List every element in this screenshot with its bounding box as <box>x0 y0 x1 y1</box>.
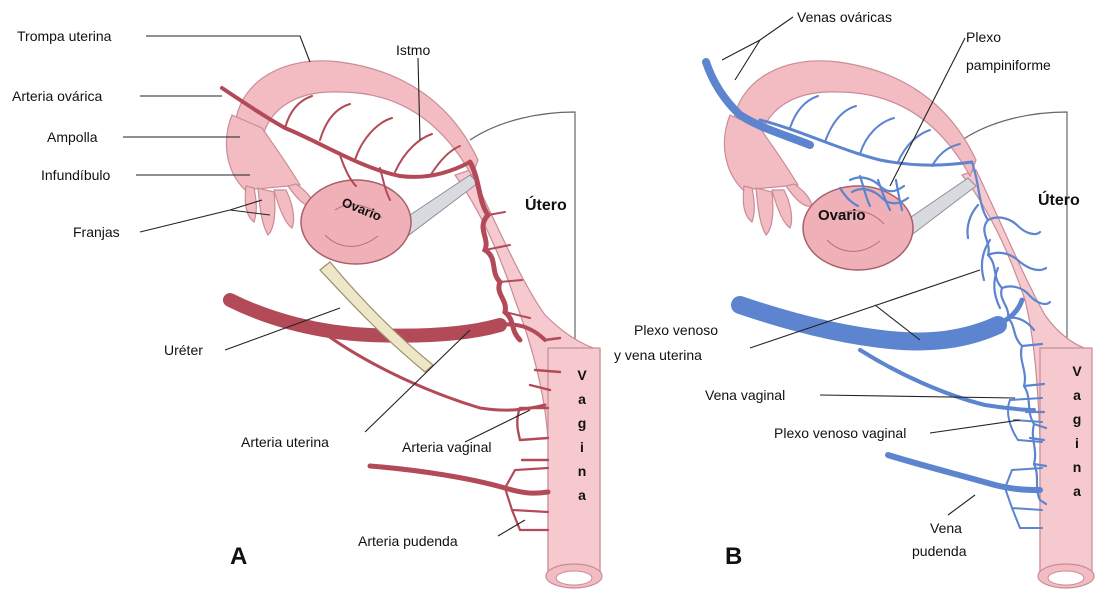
label-ovario-b: Ovario <box>818 207 866 224</box>
label-utero-a: Útero <box>525 195 567 214</box>
iliac-vein-b <box>740 305 998 341</box>
fimbriae-b <box>743 184 812 235</box>
panel-letter-a: A <box>230 543 247 570</box>
label-arteria-uterina: Arteria uterina <box>241 434 329 450</box>
pudendal-branches-a <box>505 468 548 530</box>
vaginal-plexus-b <box>1008 398 1042 442</box>
vagina-letter: i <box>1075 435 1079 451</box>
vagina-letter: i <box>580 439 584 455</box>
label-ampolla: Ampolla <box>47 129 98 145</box>
vagina-letter: n <box>578 463 587 479</box>
label-arteria-pudenda: Arteria pudenda <box>358 533 458 549</box>
label-pudenda: pudenda <box>912 543 967 559</box>
label-plexo-venoso-vaginal: Plexo venoso vaginal <box>774 425 906 441</box>
vagina-letter: V <box>1072 363 1082 379</box>
label-infundibulo: Infundíbulo <box>41 167 110 183</box>
ureter-a <box>320 262 433 372</box>
label-arteria-ovarica: Arteria ovárica <box>12 88 102 104</box>
label-vena-uterina: y vena uterina <box>614 347 702 363</box>
ovary-b <box>803 186 913 270</box>
label-arteria-vaginal: Arteria vaginal <box>402 439 492 455</box>
label-ureter: Uréter <box>164 342 203 358</box>
vagina-letter: a <box>578 487 586 503</box>
label-trompa-uterina: Trompa uterina <box>17 28 112 44</box>
vagina-letter: a <box>1073 483 1081 499</box>
vagina-letter: a <box>1073 387 1081 403</box>
vagina-letter: a <box>578 391 586 407</box>
label-venas-ovaricas: Venas ováricas <box>797 9 892 25</box>
vagina-letter: n <box>1073 459 1082 475</box>
ovary-a <box>301 180 411 264</box>
label-vena-vaginal: Vena vaginal <box>705 387 785 403</box>
label-vena: Vena <box>930 520 962 536</box>
label-plexo: Plexo <box>966 29 1001 45</box>
label-plexo-venoso: Plexo venoso <box>634 322 718 338</box>
panel-letter-b: B <box>725 543 742 570</box>
label-franjas: Franjas <box>73 224 120 240</box>
vagina-letter: V <box>577 367 587 383</box>
pudendal-vein-b <box>888 455 1040 490</box>
vaginal-vein-b <box>860 350 1034 410</box>
vaginal-artery-a <box>320 330 545 410</box>
panel-b: Venas ováricas Plexo pampiniforme Útero … <box>614 9 1094 588</box>
label-istmo: Istmo <box>396 42 430 58</box>
vagina-letter: g <box>578 415 587 431</box>
label-utero-b: Útero <box>1038 190 1080 209</box>
panel-a: Trompa uterina Arteria ovárica Ampolla I… <box>12 28 602 588</box>
vagina-tube-b <box>1040 348 1092 576</box>
label-pampiniforme: pampiniforme <box>966 57 1051 73</box>
vagina-tube-a <box>548 348 600 576</box>
vagina-letter: g <box>1073 411 1082 427</box>
leader-lines-a <box>123 36 530 536</box>
